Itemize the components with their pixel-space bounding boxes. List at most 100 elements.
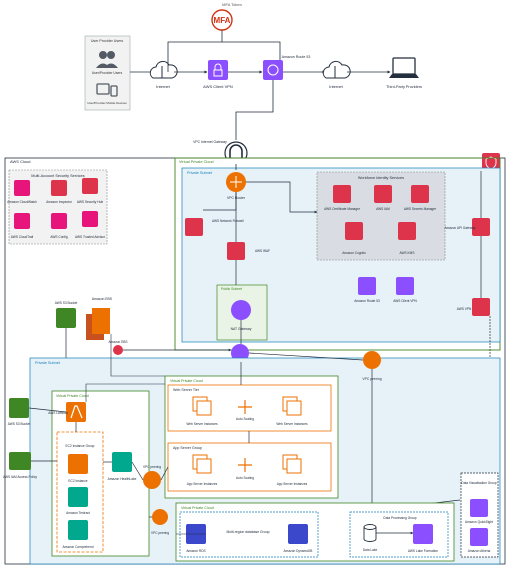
kms-label: AWS KMS (400, 251, 415, 255)
cloudtrail-icon (14, 213, 30, 229)
secrets-manager-icon (411, 185, 429, 203)
textract-icon (68, 487, 88, 507)
auto-scaling-app-icon (238, 458, 252, 472)
athena-icon (470, 528, 488, 546)
app-instances-left-icon (192, 454, 212, 474)
nat-gateway-icon (231, 300, 251, 320)
firewall-icon (185, 218, 203, 236)
ebs-label: Amazon EBS (92, 297, 113, 301)
web-instances-left-icon (192, 396, 212, 416)
vpc-peering-mid-icon (143, 471, 161, 489)
vpc-web-label: Virtual Private Cloud (170, 379, 203, 383)
auto-scaling-app-label: Auto Scaling (236, 476, 254, 480)
quicksight-icon (470, 499, 488, 517)
api-gateway-icon (472, 218, 490, 236)
config-label: AWS Config (50, 235, 67, 239)
elb-icon (231, 344, 249, 362)
vpc-peering-left-icon (152, 509, 168, 525)
identity-services-title: Workforce Identity Services (358, 176, 404, 180)
access-policy-label: AWS IAM Access Policy (3, 475, 37, 479)
vpc-router-top-label: VPC Router (227, 196, 246, 200)
viz-group-label: Data Visualisation Group (461, 481, 496, 485)
lambda-fn-label: AWS Lambda (48, 411, 68, 415)
app-instances-right-icon (282, 454, 302, 474)
private-subnet-bottom-label: Private Subnet (35, 361, 61, 365)
mfa-text: MFA (214, 16, 231, 25)
cognito-icon (345, 222, 363, 240)
s3-left-label: AWS S3 Bucket (8, 422, 31, 426)
internet-right-icon (322, 60, 351, 79)
trusted-advisor-label: AWS Trusted Advisor (75, 235, 106, 239)
vpc-main-label: Virtual Private Cloud (179, 160, 214, 164)
inspector-icon (51, 180, 67, 196)
vpn-right-label: AWS VPN (457, 307, 472, 311)
comprehend-icon (68, 520, 88, 540)
third-party-label: Third-Party Providers (386, 85, 422, 89)
web-instances-right-label: Web Server Instances (276, 422, 308, 426)
data-lake-icon (363, 524, 377, 542)
ec2-label: EC2 Instance (68, 479, 87, 483)
inspector-label: Amazon Inspector (46, 200, 73, 204)
certificate-manager-label: AWS Certificate Manager (324, 207, 361, 211)
firewall-label: AWS Network Firewall (212, 219, 244, 223)
lambda-fn-icon (66, 402, 86, 422)
comprehend-label: Amazon Comprehend (62, 545, 93, 549)
vpc-peering-left-label: VPC peering (151, 531, 169, 535)
iam-label: AWS IAM (376, 207, 390, 211)
rds-label: Amazon RDS (186, 549, 205, 553)
textract-label: Amazon Textract (66, 511, 90, 515)
cloudwatch-icon (14, 180, 30, 196)
ec2-group-label: EC2 Instance Group (66, 444, 95, 448)
multi-az-label: Multi-region database Group (227, 530, 270, 534)
certificate-manager-icon (333, 185, 351, 203)
s3-left-icon (9, 398, 29, 418)
vpc-peering-mid-label: VPC peering (143, 465, 161, 469)
health-lake-icon (112, 452, 132, 472)
app-instances-right-label: App Server Instances (277, 482, 308, 486)
web-instances-left-label: Web Server Instances (186, 422, 218, 426)
vpn-right-icon (472, 298, 490, 316)
security-services-title: Multi-Account Security Services (31, 174, 84, 178)
s3-bucket-icon (56, 308, 76, 328)
iam-icon (374, 185, 392, 203)
web-tier-label: Web Server Tier (173, 388, 200, 392)
waf-label: AWS WAF (255, 249, 270, 253)
config-icon (51, 213, 67, 229)
lake-formation-label: AWS Lake Formation (408, 549, 438, 553)
client-vpn-mid-label: AWS Client VPN (393, 299, 417, 303)
ebs-volumes-icon (113, 345, 123, 355)
mfa-token-icon: MFA (211, 9, 233, 31)
security-hub-label: AWS Security Hub (77, 200, 104, 204)
internet-left-label: Internet (156, 84, 170, 89)
private-subnet-top-label: Private Subnet (187, 171, 213, 175)
cloudwatch-label: Amazon CloudWatch (7, 200, 37, 204)
auto-scaling-web-icon (238, 400, 252, 414)
laptop-icon (389, 57, 419, 78)
devices-icon (96, 83, 118, 97)
trusted-advisor-icon (82, 211, 98, 227)
users-group (84, 35, 131, 111)
client-vpn-top-label: AWS Client VPN (203, 84, 233, 89)
users-group-title: User Provider Users (91, 39, 124, 43)
ebs-volumes-label: Amazon EBS (109, 340, 128, 344)
waf-icon (227, 242, 245, 260)
ebs-icon (86, 308, 110, 340)
secrets-manager-label: AWS Secrets Manager (404, 207, 437, 211)
internet-right-label: Internet (329, 84, 343, 89)
client-vpn-mid-icon (396, 277, 414, 295)
public-subnet-label: Public Subnet (221, 287, 242, 291)
devices-label: User/Provider Mobile Devices (87, 101, 127, 105)
vpc-peering-top-icon (363, 351, 381, 369)
mfa-caption: MFA Token (222, 2, 242, 7)
dynamodb-icon (288, 524, 308, 544)
ec2-icon (68, 454, 88, 474)
route53-top-icon (263, 60, 283, 80)
data-processing-label: Data Processing Group (383, 516, 416, 520)
access-policy-icon (9, 452, 31, 470)
route53-mid-label: Amazon Route 53 (354, 299, 380, 303)
athena-label: Amazon Athena (468, 549, 491, 553)
internet-left-icon (149, 60, 178, 79)
app-instances-left-label: App Server Instances (187, 482, 218, 486)
cognito-label: Amazon Cognito (342, 251, 366, 255)
